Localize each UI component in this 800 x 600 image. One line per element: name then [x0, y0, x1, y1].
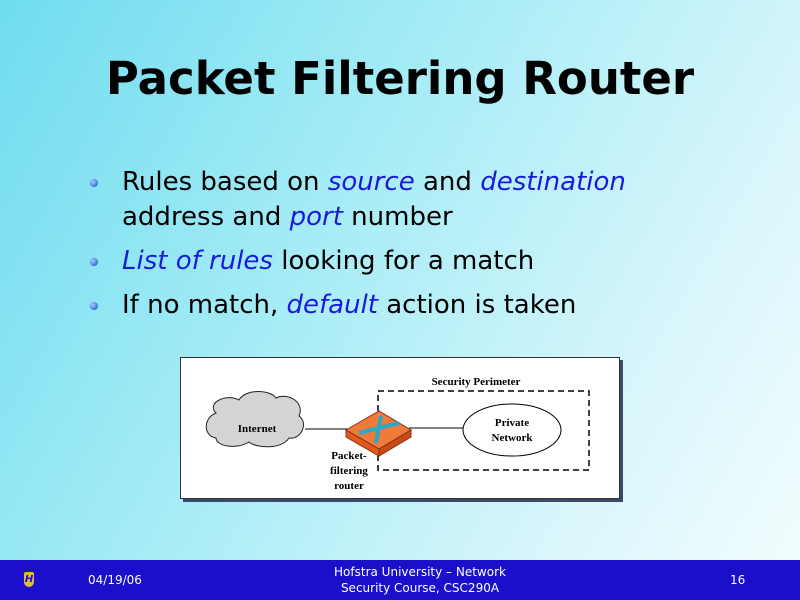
private-network-label: Private	[495, 417, 529, 429]
private-network-label: Network	[492, 432, 534, 444]
emphasis: port	[289, 202, 343, 232]
bullet-list: Rules based on source and destination ad…	[90, 165, 770, 332]
router-label: filtering	[330, 465, 368, 477]
internet-label: Internet	[238, 423, 277, 435]
private-network-node	[462, 403, 562, 457]
text: action is taken	[377, 290, 577, 320]
text: number	[342, 202, 453, 232]
emphasis: List of rules	[122, 246, 273, 276]
text: address and	[122, 202, 290, 232]
bullet-item: List of rules looking for a match	[90, 244, 770, 279]
emphasis: default	[286, 290, 378, 320]
router-label: router	[334, 480, 364, 492]
slide-title: Packet Filtering Router	[105, 52, 695, 105]
bullet-icon	[90, 258, 98, 266]
network-diagram: Security Perimeter Internet Packet- filt…	[180, 357, 620, 499]
bullet-icon	[90, 302, 98, 310]
footer-date: 04/19/06	[88, 573, 142, 587]
router-label: Packet-	[331, 450, 367, 462]
perimeter-label: Security Perimeter	[432, 376, 521, 388]
router-icon	[344, 410, 412, 457]
bullet-item: Rules based on source and destination ad…	[90, 165, 770, 235]
text: looking for a match	[272, 246, 535, 276]
hofstra-logo-icon: H	[24, 572, 34, 587]
course-line: Security Course, CSC290A	[340, 581, 500, 595]
text: Rules based on	[122, 167, 328, 197]
text: If no match,	[122, 290, 287, 320]
text: and	[414, 167, 481, 197]
emphasis: source	[327, 167, 415, 197]
internet-cloud-icon	[205, 391, 304, 448]
bullet-item: If no match, default action is taken	[90, 288, 770, 323]
bullet-icon	[90, 179, 98, 187]
emphasis: destination	[480, 167, 626, 197]
course-line: Hofstra University – Network	[334, 565, 506, 579]
page-number: 16	[730, 573, 746, 587]
